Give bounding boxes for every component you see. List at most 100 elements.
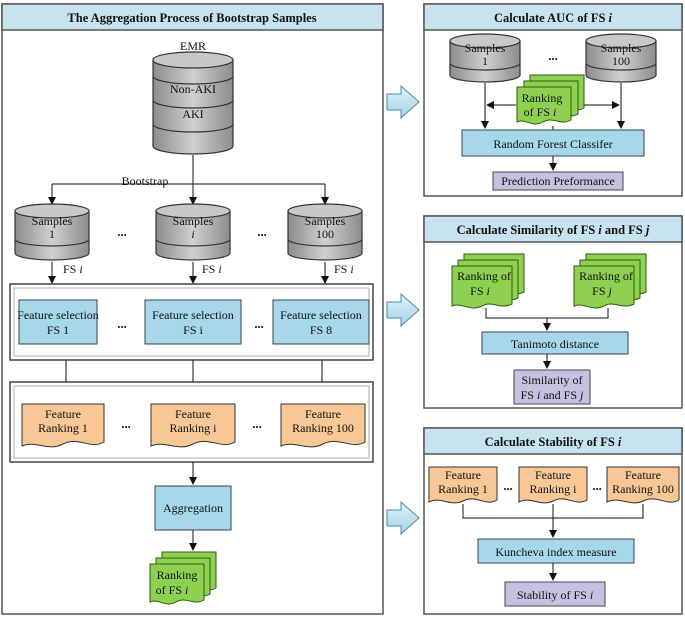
ellipsis-samples-a: ... [117, 225, 126, 239]
auc-panel: Calculate AUC of FS i Samples 1 Samples … [423, 3, 683, 197]
stability-panel: Calculate Stability of FS i Feature Rank… [423, 427, 683, 615]
prediction-performance-label: Prediction Preformance [501, 174, 615, 188]
auc-panel-header [423, 3, 683, 31]
feature-selection-box-i: Feature selection FS i [144, 299, 242, 345]
feature-selection-box-1: Feature selection FS 1 [17, 299, 99, 345]
stability-ranking-100-line1: Feature [625, 468, 661, 482]
stability-ranking-doc-100-icon [606, 466, 680, 504]
auc-ranking-line2: of FS i [524, 105, 557, 119]
stability-panel-title: Calculate Stability of FS i [485, 435, 622, 449]
similarity-output-line2: FS i and FS j [521, 388, 584, 402]
final-ranking-stack-icon [149, 551, 217, 605]
fs-edge-label-1: FS i [63, 262, 83, 276]
auc-ranking-stack-icon [516, 74, 585, 125]
block-arrow-similarity [386, 292, 420, 328]
feature-ranking-1-line2: Ranking 1 [38, 421, 88, 435]
ellipsis-ranking-b: ... [252, 417, 261, 431]
aggregation-panel-title: The Aggregation Process of Bootstrap Sam… [67, 11, 316, 25]
emr-database-icon [152, 51, 234, 155]
auc-sample-1-label: Samples [465, 41, 506, 55]
fs-edge-label-100: FS i [334, 262, 354, 276]
auc-sample-1-number: 1 [482, 54, 488, 68]
kuncheva-measure-box: Kuncheva index measure [477, 538, 635, 564]
sample-1-number: 1 [49, 227, 55, 241]
svg-text:FS i: FS i [183, 323, 203, 337]
similarity-ranking-j-line2: FS j [592, 284, 612, 298]
ellipsis-samples-b: ... [257, 225, 266, 239]
stability-ranking-1-line1: Feature [445, 468, 481, 482]
emr-label: EMR [180, 39, 206, 53]
similarity-output-line1: Similarity of [522, 373, 583, 387]
ellipsis-fs-b: ... [254, 317, 263, 331]
bootstrap-label: Bootstrap [122, 174, 169, 188]
auc-sample-db-1-icon [449, 33, 521, 83]
db-label-non-aki: Non-AKI [170, 82, 216, 96]
similarity-output-box: Similarity of FS i and FS j [513, 369, 591, 405]
auc-ranking-line1: Ranking [522, 91, 563, 105]
auc-sample-100-label: Samples [601, 41, 642, 55]
stability-ranking-doc-i-icon [518, 466, 588, 504]
kuncheva-measure-label: Kuncheva index measure [495, 545, 616, 559]
fs-edge-label-i: FS i [202, 262, 222, 276]
sample-db-1-icon [14, 203, 90, 261]
auc-sample-100-number: 100 [612, 54, 630, 68]
stability-ellipsis-b: ... [592, 479, 601, 493]
stability-ranking-doc-1-icon [428, 466, 498, 504]
auc-panel-title: Calculate AUC of FS i [494, 11, 613, 25]
similarity-panel-header [423, 215, 683, 243]
sample-db-100-icon [287, 203, 363, 261]
feature-ranking-100-line1: Feature [305, 407, 341, 421]
feature-ranking-doc-100-icon [280, 403, 366, 448]
db-label-aki: AKI [182, 107, 203, 121]
random-forest-box: Random Forest Classifer [461, 129, 645, 157]
sample-100-label: Samples [305, 214, 346, 228]
similarity-ranking-i-line2: FS i [470, 284, 490, 298]
block-arrow-stability [386, 500, 420, 536]
block-arrow-auc [386, 84, 420, 120]
aggregation-panel-header [1, 3, 384, 31]
stability-panel-header [423, 427, 683, 455]
ellipsis-ranking-a: ... [121, 417, 130, 431]
feature-ranking-doc-i-icon [150, 403, 236, 448]
sample-1-label: Samples [32, 214, 73, 228]
auc-ellipsis: ... [548, 49, 557, 63]
stability-ranking-i-line2: Ranking i [530, 482, 578, 496]
sample-100-number: 100 [316, 227, 334, 241]
prediction-performance-box: Prediction Preformance [492, 171, 624, 191]
aggregation-panel: The Aggregation Process of Bootstrap Sam… [1, 3, 384, 615]
sample-i-label: Samples [173, 214, 214, 228]
similarity-panel: Calculate Similarity of FS i and FS j Ra… [423, 215, 683, 409]
feature-selection-box-8: Feature selection FS 8 [272, 299, 370, 345]
tanimoto-distance-label: Tanimoto distance [511, 337, 599, 351]
aggregation-label: Aggregation [163, 501, 223, 515]
auc-sample-db-100-icon [585, 33, 657, 83]
ellipsis-fs-a: ... [117, 317, 126, 331]
aggregation-box: Aggregation [154, 485, 232, 531]
tanimoto-distance-box: Tanimoto distance [481, 331, 629, 355]
similarity-panel-title: Calculate Similarity of FS i and FS j [457, 223, 650, 237]
stability-output-label: Stability of FS i [517, 588, 593, 602]
similarity-ranking-i-stack-icon [451, 253, 525, 309]
feature-ranking-1-line1: Feature [45, 407, 81, 421]
stability-ranking-i-line1: Feature [535, 468, 571, 482]
stability-output-box: Stability of FS i [504, 581, 606, 607]
svg-text:FS 8: FS 8 [310, 323, 332, 337]
stability-ranking-1-line2: Ranking 1 [438, 482, 488, 496]
feature-ranking-i-line1: Feature [175, 407, 211, 421]
final-ranking-line1: Ranking [157, 568, 198, 582]
similarity-ranking-j-line1: Ranking of [579, 269, 633, 283]
sample-db-i-icon [155, 203, 231, 261]
stability-ranking-100-line2: Ranking 100 [612, 482, 674, 496]
similarity-ranking-j-stack-icon [573, 253, 647, 309]
similarity-ranking-i-line1: Ranking of [457, 269, 511, 283]
final-ranking-line2: of FS i [156, 583, 189, 597]
feature-ranking-doc-1-icon [21, 403, 105, 448]
stability-ellipsis-a: ... [503, 479, 512, 493]
svg-text:Feature selection: Feature selection [17, 308, 99, 322]
sample-i-number: i [191, 227, 194, 241]
svg-text:Feature selection: Feature selection [152, 308, 234, 322]
svg-text:Feature selection: Feature selection [280, 308, 362, 322]
svg-text:FS 1: FS 1 [47, 323, 69, 337]
